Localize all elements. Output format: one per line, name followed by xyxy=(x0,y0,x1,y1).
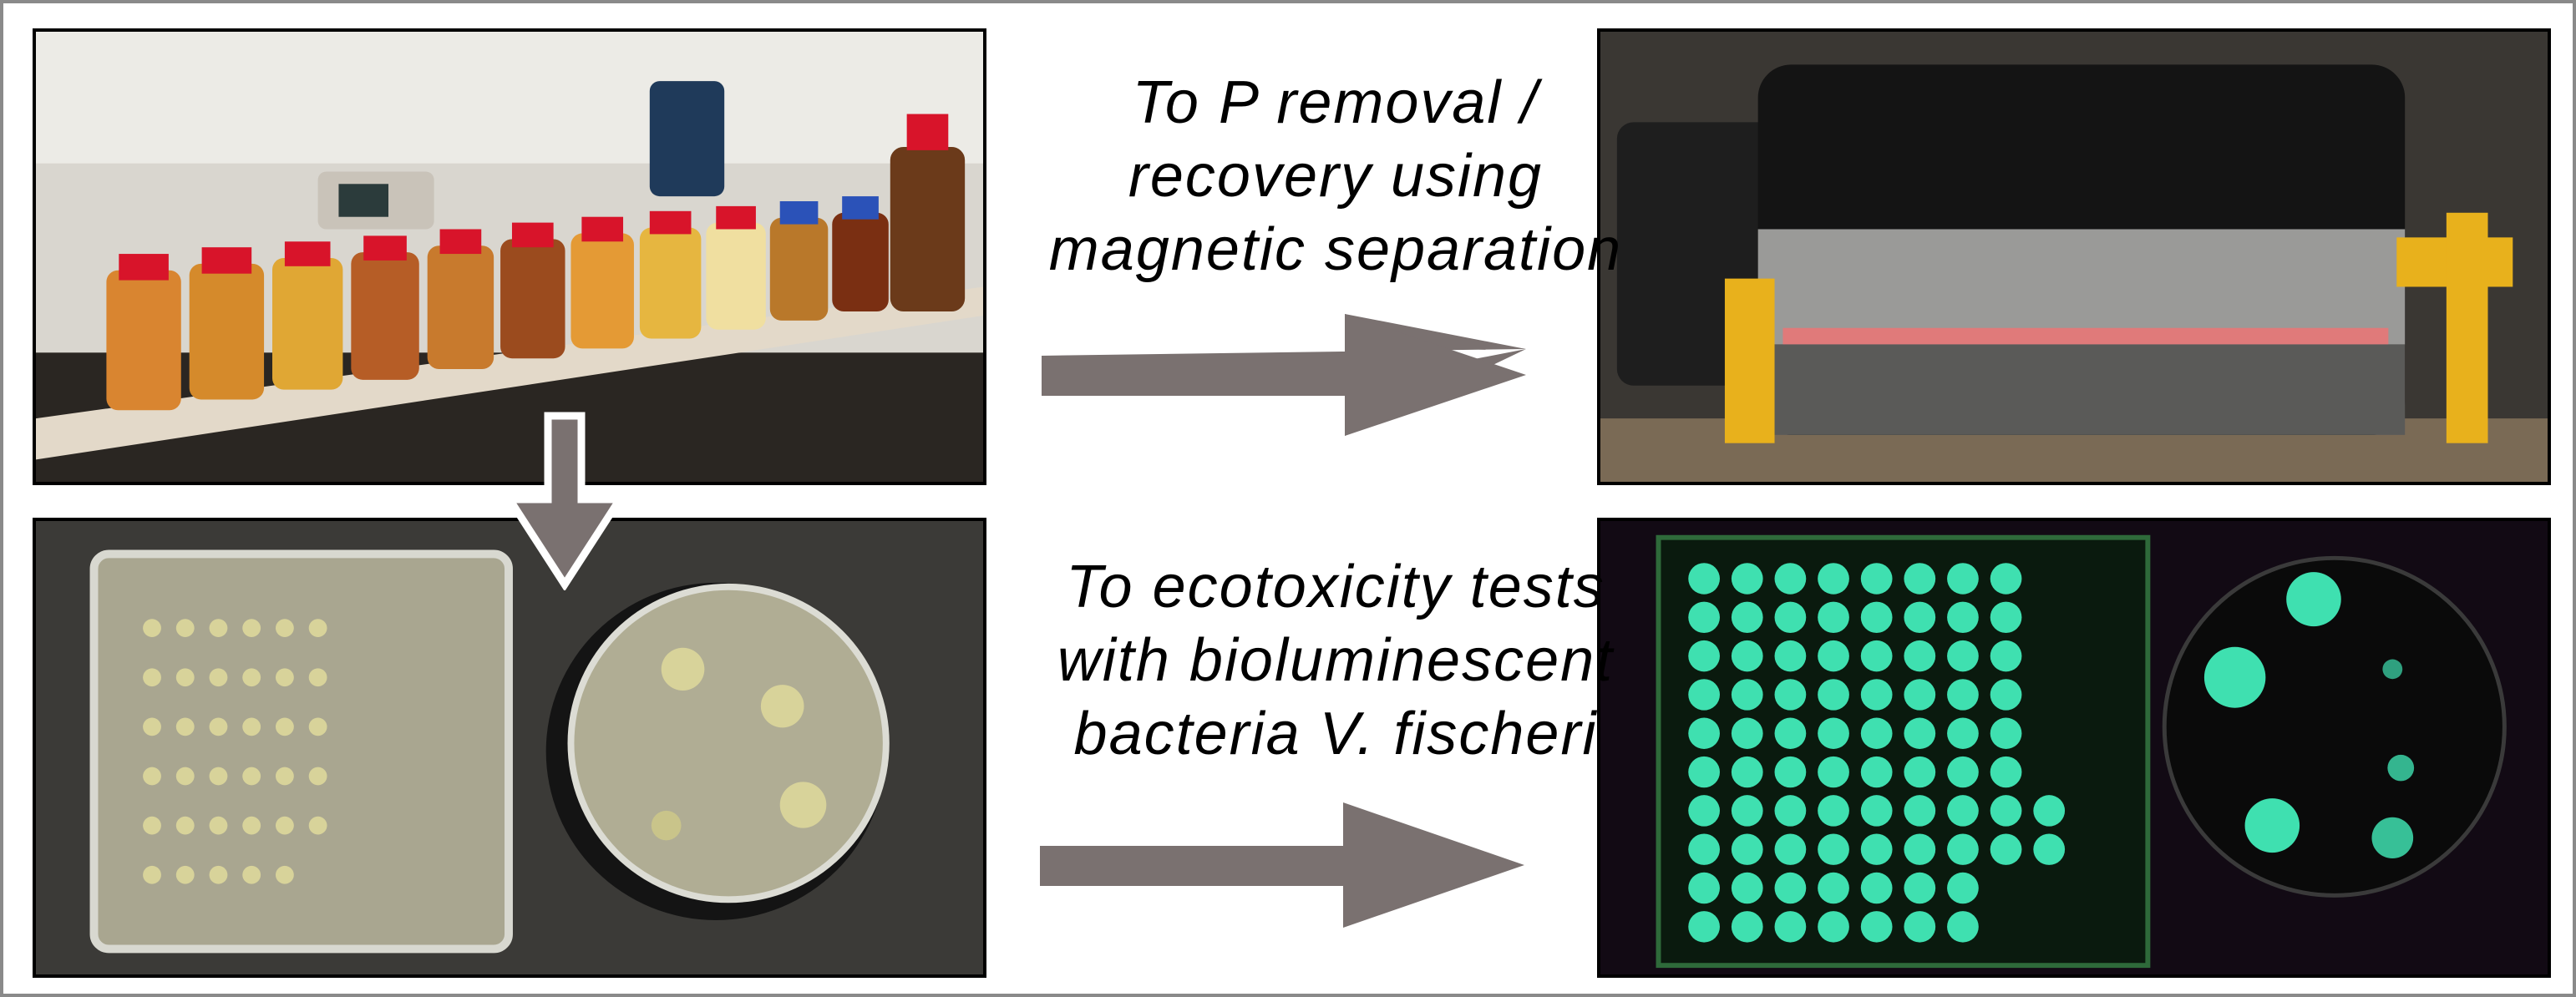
right-arrow-icon xyxy=(1042,314,1526,436)
colony-spot xyxy=(1818,756,1849,788)
colony-spot xyxy=(1688,911,1720,943)
colony-spot xyxy=(1774,756,1807,788)
colony-spot xyxy=(1688,795,1720,827)
colony-spot xyxy=(1990,601,2022,634)
colony-spot xyxy=(1731,563,1763,595)
colony-spot xyxy=(1774,601,1807,634)
colony-spot xyxy=(1688,679,1720,711)
colony-spot xyxy=(1904,833,1936,865)
colony-spot xyxy=(1904,911,1936,943)
colony-spot xyxy=(1947,911,1979,943)
colony-spot xyxy=(1818,911,1849,943)
colony-spot xyxy=(1731,795,1763,827)
colony-spot xyxy=(1774,911,1807,943)
colony-spot xyxy=(2033,833,2066,865)
down-arrow-icon xyxy=(505,412,626,590)
colony-spot xyxy=(1990,756,2022,788)
colony-spot xyxy=(1904,756,1936,788)
colony-spot xyxy=(1990,640,2022,672)
colony-spot xyxy=(1990,833,2022,865)
colony-spot xyxy=(1731,833,1763,865)
colony-spot xyxy=(1990,563,2022,595)
colony-spot xyxy=(1947,679,1979,711)
bottles xyxy=(106,114,966,411)
colony-spot xyxy=(1818,640,1849,672)
colony-spot xyxy=(1947,640,1979,672)
colony-spot xyxy=(1860,872,1893,904)
colony-spot xyxy=(1818,717,1849,749)
colony-spot xyxy=(1774,563,1807,595)
glowing-colony-spots xyxy=(1688,563,2066,943)
caption-line: recovery using xyxy=(1128,143,1544,210)
right-arrow-icon xyxy=(1040,802,1524,928)
colony-spot xyxy=(1860,563,1893,595)
colony-spot xyxy=(1688,640,1720,672)
colony-spot xyxy=(1947,601,1979,634)
colony-spot xyxy=(1731,717,1763,749)
colony-spot xyxy=(1731,601,1763,634)
colony-spot xyxy=(1688,563,1720,595)
colony-spot xyxy=(1904,795,1936,827)
colony-spot xyxy=(1904,601,1936,634)
colony-spot xyxy=(1774,833,1807,865)
caption-line: To P removal / xyxy=(1132,69,1539,136)
colony-spot xyxy=(1731,872,1763,904)
colony-spot xyxy=(1818,833,1849,865)
colony-spot xyxy=(1731,911,1763,943)
colony-spot xyxy=(1688,833,1720,865)
caption-line: bacteria V. fischeri xyxy=(1073,701,1598,767)
colony-spot xyxy=(1990,717,2022,749)
colony-spot xyxy=(1774,717,1807,749)
colony-spot xyxy=(1904,640,1936,672)
caption-line: with bioluminescent xyxy=(1057,627,1615,694)
colony-spot xyxy=(2033,795,2066,827)
colony-spot xyxy=(1818,601,1849,634)
colony-spot xyxy=(1774,872,1807,904)
colony-spot xyxy=(1688,601,1720,634)
caption-p-removal: To P removal / recovery using magnetic s… xyxy=(1006,66,1666,286)
colony-spot xyxy=(1947,795,1979,827)
colony-spot xyxy=(1947,833,1979,865)
colony-spot xyxy=(1860,717,1893,749)
photo-lab-bottles xyxy=(33,28,986,485)
photo-agar-plates xyxy=(33,518,986,978)
colony-spot xyxy=(1860,756,1893,788)
colony-spot xyxy=(1731,640,1763,672)
photo-bioluminescent-bacteria xyxy=(1597,518,2551,978)
colony-spot xyxy=(1688,756,1720,788)
colony-spot xyxy=(1818,795,1849,827)
colony-spot xyxy=(1990,795,2022,827)
colony-spot xyxy=(1731,756,1763,788)
colony-spot xyxy=(1774,795,1807,827)
colony-spot xyxy=(1904,872,1936,904)
colony-spot xyxy=(1688,872,1720,904)
colony-spot xyxy=(1688,717,1720,749)
caption-ecotoxicity: To ecotoxicity tests with bioluminescent… xyxy=(1006,550,1666,771)
plate-spots xyxy=(143,619,327,884)
colony-spot xyxy=(1947,563,1979,595)
colony-spot xyxy=(1860,679,1893,711)
colony-spot xyxy=(1860,795,1893,827)
colony-spot xyxy=(1818,679,1849,711)
colony-spot xyxy=(1860,833,1893,865)
colony-spot xyxy=(1774,679,1807,711)
caption-line: magnetic separation xyxy=(1048,216,1623,283)
colony-spot xyxy=(1818,563,1849,595)
colony-spot xyxy=(1731,679,1763,711)
colony-spot xyxy=(1904,563,1936,595)
colony-spot xyxy=(1904,717,1936,749)
colony-spot xyxy=(1860,601,1893,634)
colony-spot xyxy=(1990,679,2022,711)
colony-spot xyxy=(1818,872,1849,904)
caption-line: To ecotoxicity tests xyxy=(1066,554,1605,620)
photo-magnetic-separator xyxy=(1597,28,2551,485)
colony-spot xyxy=(1860,911,1893,943)
colony-spot xyxy=(1774,640,1807,672)
colony-spot xyxy=(1947,872,1979,904)
colony-spot xyxy=(1947,717,1979,749)
colony-spot xyxy=(1947,756,1979,788)
colony-spot xyxy=(1904,679,1936,711)
colony-spot xyxy=(1860,640,1893,672)
